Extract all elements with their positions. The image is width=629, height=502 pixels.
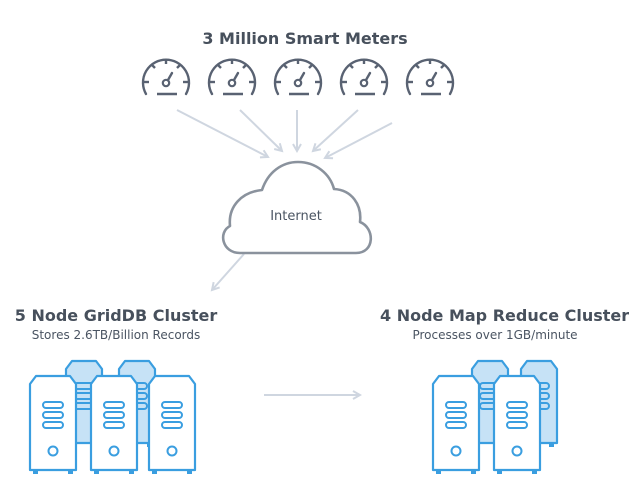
meter-to-internet-arrow bbox=[313, 109, 359, 151]
server-icon bbox=[28, 374, 78, 476]
griddb-subtitle: Stores 2.6TB/Billion Records bbox=[31, 328, 201, 342]
speedometer-icon bbox=[405, 57, 455, 96]
meters-title: 3 Million Smart Meters bbox=[202, 29, 408, 48]
meter-to-internet-arrow bbox=[239, 109, 282, 151]
griddb-title: 5 Node GridDB Cluster bbox=[14, 306, 218, 325]
speedometer-icon bbox=[339, 57, 389, 96]
cloud-icon bbox=[221, 160, 373, 255]
diagram-canvas bbox=[28, 57, 559, 476]
griddb-cluster-icon bbox=[28, 359, 197, 476]
meter-to-internet-arrow bbox=[176, 109, 268, 157]
speedometer-icon bbox=[141, 57, 191, 96]
server-icon bbox=[492, 374, 542, 476]
mapreduce-cluster-icon bbox=[431, 359, 559, 476]
server-icon bbox=[431, 374, 481, 476]
internet-to-griddb-arrow bbox=[212, 253, 245, 290]
server-icon bbox=[89, 374, 139, 476]
meter-to-internet-arrow bbox=[325, 122, 393, 158]
mapreduce-title: 4 Node Map Reduce Cluster bbox=[380, 306, 629, 325]
speedometer-icon bbox=[207, 57, 257, 96]
mapreduce-subtitle: Processes over 1GB/minute bbox=[412, 328, 578, 342]
server-icon bbox=[147, 374, 197, 476]
speedometer-icon bbox=[273, 57, 323, 96]
internet-label: Internet bbox=[270, 209, 322, 224]
